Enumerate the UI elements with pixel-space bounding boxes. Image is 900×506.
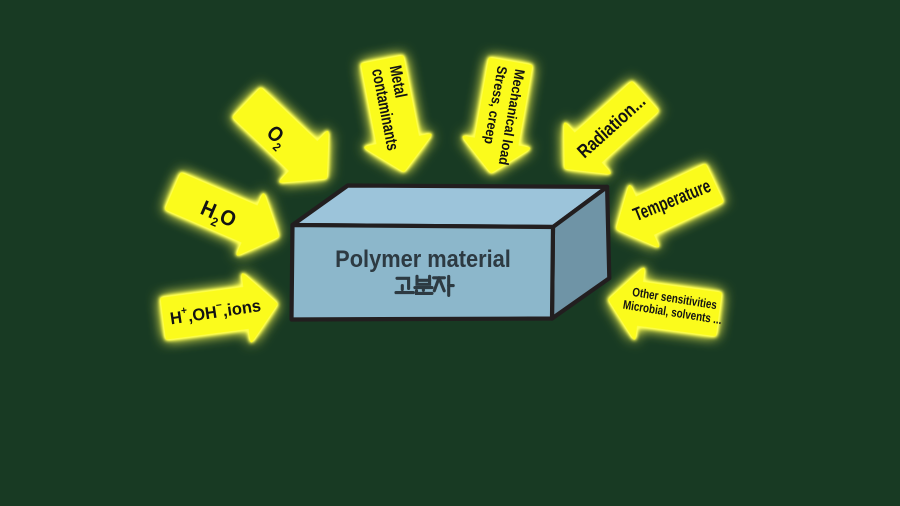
svg-text:Polymer material: Polymer material: [335, 245, 511, 272]
